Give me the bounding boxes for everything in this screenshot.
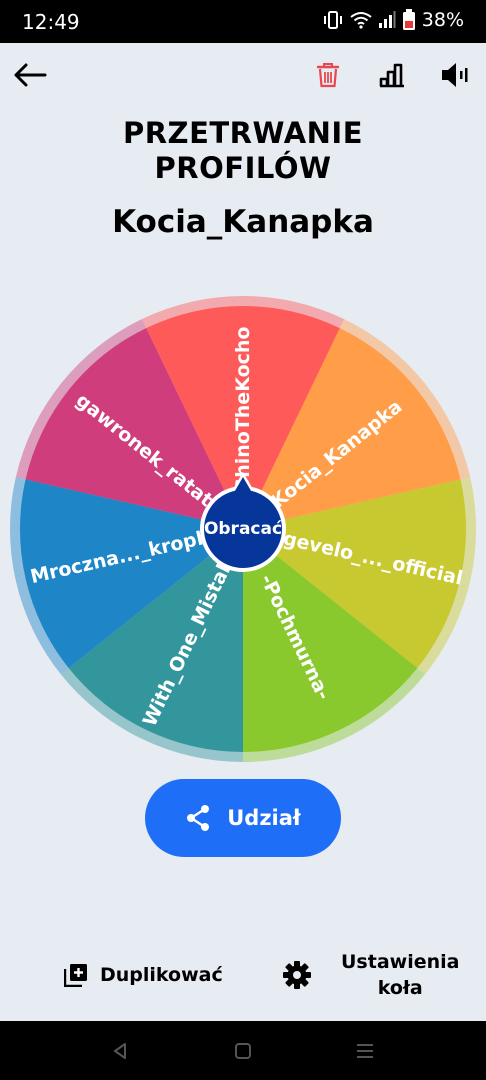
gear-icon [283, 961, 311, 989]
signal-icon [378, 11, 396, 28]
settings-label-2: koła [377, 977, 423, 999]
current-winner: Kocia_Kanapka [112, 204, 374, 240]
spin-button-label: Obracać [204, 519, 282, 539]
battery-percent: 38% [421, 9, 464, 31]
stats-icon [379, 63, 404, 88]
trash-icon [317, 63, 339, 88]
speaker-icon [442, 63, 468, 87]
wheel-segment [243, 328, 461, 529]
wheel-segment [25, 328, 243, 529]
title-line-1: PRZETRWANIE [122, 116, 364, 150]
status-bar: 12:49 38% [0, 0, 486, 43]
stats-button[interactable] [372, 55, 412, 95]
title-line-2: PROFILÓW [154, 151, 332, 185]
wheel-graphic[interactable]: Kocia_KanapkaEngevelo_..._official-Pochm… [10, 296, 476, 762]
duplicate-label: Duplikować [100, 964, 223, 986]
sound-button[interactable] [434, 55, 474, 95]
wheel-segment [20, 479, 244, 669]
wheel-segment [146, 306, 340, 529]
settings-label-1: Ustawienia [341, 951, 460, 973]
delete-button[interactable] [310, 55, 346, 95]
nav-back-icon[interactable] [112, 1042, 128, 1060]
wheel-settings-button[interactable]: Ustawienia koła [283, 948, 459, 1002]
share-label: Udział [227, 806, 301, 830]
duplicate-button[interactable]: Duplikować [64, 958, 223, 992]
back-button[interactable] [10, 55, 50, 95]
nav-recents-icon[interactable] [356, 1042, 374, 1060]
page-title: PRZETRWANIE PROFILÓW [0, 116, 486, 186]
wheel-segment [68, 529, 243, 752]
status-time: 12:49 [22, 10, 80, 34]
wheel-settings-text: Ustawienia koła [341, 949, 459, 1001]
share-icon [187, 805, 210, 831]
back-arrow-icon [14, 63, 47, 87]
duplicate-icon [64, 964, 87, 987]
wheel-segment [243, 529, 418, 752]
wheel-pointer-fill [232, 477, 254, 496]
share-button[interactable]: Udział [145, 779, 341, 857]
nav-home-icon[interactable] [234, 1042, 252, 1060]
vibrate-icon [323, 11, 342, 29]
wifi-icon [350, 12, 372, 29]
battery-icon [402, 9, 415, 30]
wheel-segment [243, 479, 466, 669]
status-icons: 38% [322, 9, 464, 31]
top-bar [0, 43, 486, 107]
system-nav-bar [0, 1021, 486, 1080]
wheel-segment-label: ShinoTheKocho [232, 327, 254, 492]
